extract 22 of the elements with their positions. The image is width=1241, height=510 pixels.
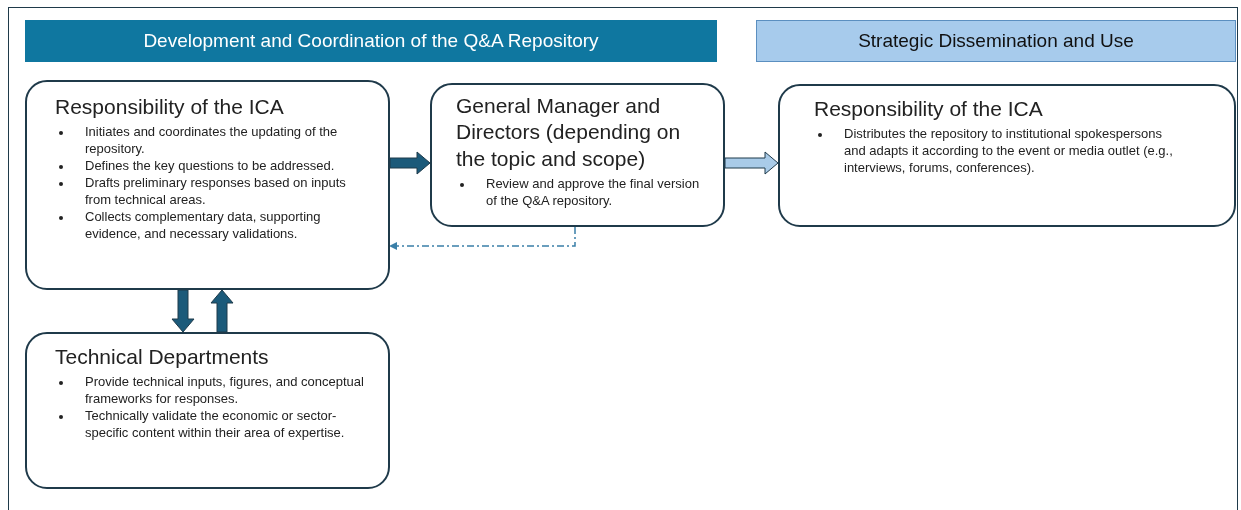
rounded-box <box>430 83 725 227</box>
bullet-item: Distributes the repository to institutional spokespersons and adapts it according to the event or media outlet (e.g., interviews, forums, conferences). <box>818 126 1184 177</box>
bullet-item: Provide technical inputs, figures, and conceptual frameworks for responses. <box>59 374 366 409</box>
bullet-item: Drafts preliminary responses based on inputs from technical areas. <box>59 174 366 209</box>
box-heading: Technical Departments <box>55 344 270 370</box>
rounded-box <box>778 84 1236 227</box>
section-header: Strategic Dissemination and Use <box>756 20 1236 62</box>
block-arrow <box>171 289 195 333</box>
bullet-item: Technically validate the economic or sector-specific content within their area of expertise. <box>59 408 366 442</box>
block-arrow <box>210 289 234 333</box>
block-arrow <box>724 151 779 175</box>
box-heading: Responsibility of the ICA <box>814 96 1044 122</box>
box-heading: General Manager and Directors (depending on the topic and scope) <box>456 93 682 172</box>
rounded-box <box>25 80 390 290</box>
bullet-item: Review and approve the final version of the Q&A repository. <box>460 175 703 210</box>
box-heading: Responsibility of the ICA <box>55 94 285 120</box>
block-arrow <box>389 151 431 175</box>
bullet-item: Collects complementary data, supporting evidence, and necessary validations. <box>59 208 366 243</box>
bullet-item: Initiates and coordinates the updating of the repository. <box>59 124 366 159</box>
section-header: Development and Coordination of the Q&A Repository <box>25 20 717 62</box>
rounded-box <box>25 332 390 489</box>
bullet-item: Defines the key questions to be addressed. <box>59 158 366 175</box>
